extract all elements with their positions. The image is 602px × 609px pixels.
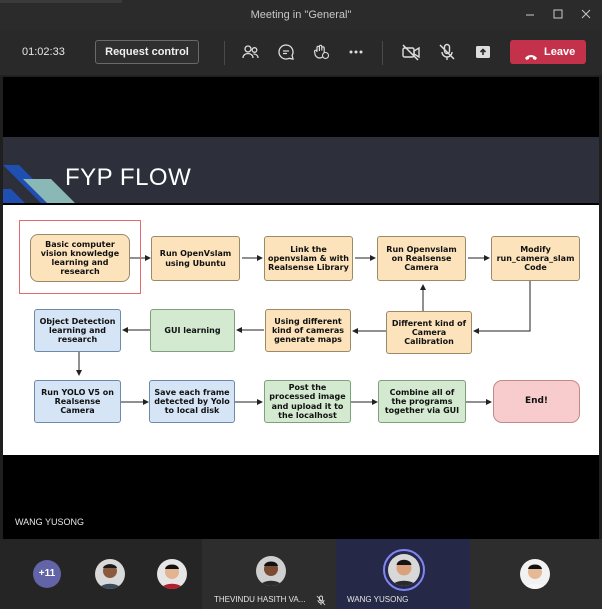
flow-step: Using different kind of cameras generate… xyxy=(265,309,351,352)
share-icon[interactable] xyxy=(473,42,493,62)
flow-step: Object Detection learning and research xyxy=(34,309,121,352)
flow-step: Basic computer vision knowledge learning… xyxy=(30,234,130,282)
flow-step: Run YOLO V5 on Realsense Camera xyxy=(34,380,121,423)
request-control-button[interactable]: Request control xyxy=(95,40,199,64)
title-bar: Meeting in "General" xyxy=(0,0,602,30)
slide-title: FYP FLOW xyxy=(65,164,192,191)
flow-step: Run Openvslam on Realsense Camera xyxy=(377,236,466,281)
flow-step: GUI learning xyxy=(150,309,235,352)
shared-screen: FYP FLOW xyxy=(3,77,599,539)
window-title: Meeting in "General" xyxy=(250,9,352,21)
meeting-toolbar: 01:02:33 Request control Leave xyxy=(0,30,602,76)
highlight-frame xyxy=(19,220,141,294)
camera-off-icon[interactable] xyxy=(401,42,421,62)
leave-button[interactable]: Leave xyxy=(510,40,586,64)
meeting-timer: 01:02:33 xyxy=(22,46,65,58)
flow-step: Post the processed image and upload it t… xyxy=(264,380,351,423)
reactions-icon[interactable] xyxy=(311,42,331,62)
flow-connectors xyxy=(76,255,531,405)
toolbar-divider xyxy=(382,41,383,65)
participant-strip: +11 THEVINDU HASITH VA... WANG YUSONG xyxy=(0,539,602,609)
participant-tile-active[interactable]: WANG YUSONG xyxy=(336,539,470,609)
flow-step: Different kind of Camera Calibration xyxy=(386,311,472,354)
leave-label: Leave xyxy=(544,46,576,58)
close-icon[interactable] xyxy=(578,6,594,22)
participant-name: WANG YUSONG xyxy=(347,595,409,604)
presenter-name: WANG YUSONG xyxy=(15,517,85,527)
slide-decoration xyxy=(3,165,75,203)
participant-group: +11 xyxy=(0,539,202,609)
flow-step: Save each frame detected by Yolo to loca… xyxy=(149,380,235,423)
mic-off-icon[interactable] xyxy=(437,42,457,62)
title-bar-strip xyxy=(0,0,122,3)
avatar xyxy=(388,554,420,586)
minimize-icon[interactable] xyxy=(522,6,538,22)
people-icon[interactable] xyxy=(241,42,261,62)
flow-step: Link the openvslam & with Realsense Libr… xyxy=(264,236,353,281)
participant-name: THEVINDU HASITH VA... xyxy=(214,595,306,604)
flow-step: Combine all of the programs together via… xyxy=(378,380,466,423)
speaking-ring xyxy=(383,549,425,591)
avatar[interactable] xyxy=(95,559,125,589)
avatar xyxy=(256,556,286,586)
flow-step: Modify run_camera_slam Code xyxy=(491,236,580,281)
overflow-participants-button[interactable]: +11 xyxy=(33,560,61,588)
chat-icon[interactable] xyxy=(276,42,296,62)
slide-header xyxy=(3,137,599,203)
maximize-icon[interactable] xyxy=(550,6,566,22)
toolbar-divider xyxy=(224,41,225,65)
flow-step-end: End! xyxy=(493,380,580,423)
avatar[interactable] xyxy=(157,559,187,589)
flow-diagram: Basic computer vision knowledge learning… xyxy=(3,205,599,455)
participant-tile[interactable]: THEVINDU HASITH VA... xyxy=(202,539,336,609)
participant-tile[interactable] xyxy=(470,539,602,609)
flow-step: Run OpenVslam using Ubuntu xyxy=(151,236,240,281)
mic-off-icon xyxy=(316,593,326,609)
phone-icon xyxy=(524,47,538,71)
more-options-icon[interactable] xyxy=(346,42,366,62)
avatar xyxy=(520,559,550,589)
